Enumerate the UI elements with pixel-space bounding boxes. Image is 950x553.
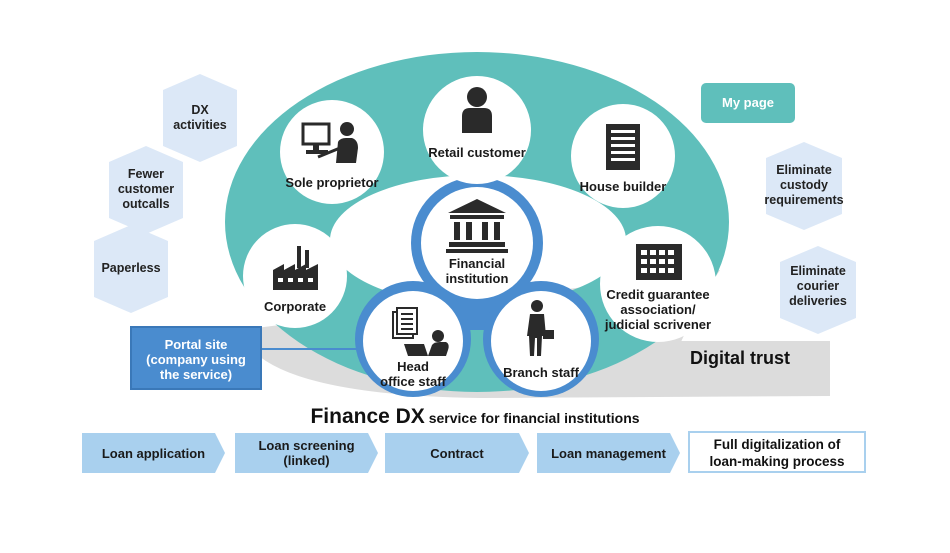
credit-circle: [600, 226, 716, 342]
hexagon-dx: [163, 74, 237, 162]
hexagon-custody-label: Eliminate custody requirements: [764, 163, 844, 207]
office-worker-icon: [392, 307, 449, 356]
step-contract: Contract: [430, 445, 484, 461]
service-title: Finance DX service for financial institu…: [0, 405, 950, 429]
hexagon-dx-label: DX activities: [173, 103, 227, 132]
arrow-loan-management: [537, 433, 680, 473]
digital-trust-band: [650, 341, 830, 375]
sole-proprietor-label: Sole proprietor: [285, 175, 379, 190]
computer-user-icon: [301, 122, 358, 163]
arrow-contract: [385, 433, 529, 473]
hexagon-fewer: [109, 146, 183, 234]
my-page-badge: My page: [701, 83, 795, 123]
bank-icon: [446, 199, 508, 253]
corporate-label: Corporate: [263, 299, 327, 314]
house-builder-label: House builder: [579, 179, 667, 194]
step-loan-management: Loan management: [551, 445, 666, 461]
credit-guarantee-label: Credit guarantee association/ judicial s…: [604, 287, 712, 332]
step-loan-screening: Loan screening (linked): [258, 438, 355, 468]
service-title-main: Finance DX: [310, 405, 425, 428]
businessman-icon: [527, 300, 554, 356]
financial-institution-label: Financial institution: [445, 256, 509, 286]
arrow-loan-application: [82, 433, 225, 473]
step-full-digitalization: Full digitalization of loan-making proce…: [688, 431, 866, 473]
branch-staff-label: Branch staff: [503, 365, 579, 380]
hexagon-fewer-label: Fewer customer outcalls: [117, 167, 175, 211]
retail-customer-label: Retail customer: [428, 145, 526, 160]
office-grid-icon: [636, 244, 682, 280]
hexagon-courier: [780, 246, 856, 334]
hexagon-paperless: [94, 225, 168, 313]
head-office-staff-label: Head office staff: [380, 359, 446, 389]
hexagon-paperless-label: Paperless: [101, 261, 161, 275]
portal-site-box: Portal site (company using the service): [130, 326, 262, 390]
arrow-loan-screening: [235, 433, 378, 473]
person-icon: [462, 87, 492, 133]
hexagon-custody: [766, 142, 842, 230]
head-office-circle: [363, 291, 463, 391]
process-arrows: [82, 433, 680, 473]
step-loan-application: Loan application: [101, 445, 206, 461]
building-icon: [606, 124, 640, 170]
hexagon-courier-label: Eliminate courier deliveries: [789, 264, 847, 308]
factory-icon: [273, 246, 318, 290]
digital-trust-label: Digital trust: [690, 348, 791, 368]
service-title-sub: service for financial institutions: [424, 410, 640, 426]
